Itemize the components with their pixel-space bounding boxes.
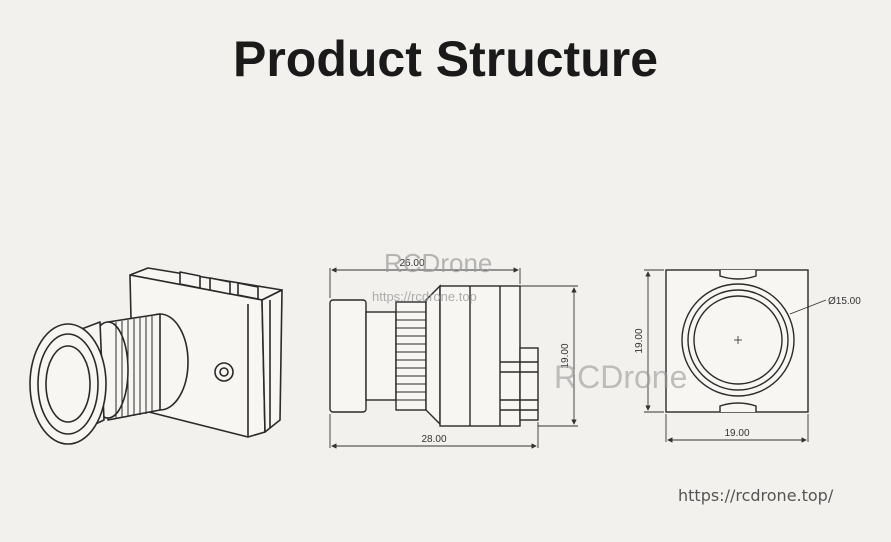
- watermark-brand-center: RCDrone: [554, 359, 687, 395]
- watermark-url-small: https://rcdrone.top: [372, 289, 477, 304]
- front-view-dimensions: [644, 269, 827, 443]
- side-height-dimension: 19.00: [560, 343, 571, 368]
- footer-url: https://rcdrone.top/: [678, 486, 834, 505]
- watermark-brand-top: RCDrone: [384, 248, 492, 278]
- isometric-camera-view: [29, 267, 283, 445]
- side-view-drawing: [329, 284, 539, 427]
- front-view-drawing: [665, 269, 809, 413]
- front-lens-diameter: Ø15.00: [828, 296, 861, 307]
- front-height-dimension: 19.00: [634, 328, 645, 353]
- side-view-dimensions: [329, 267, 578, 449]
- side-top-dimension: 26.00: [399, 258, 424, 269]
- front-width-dimension: 19.00: [724, 428, 749, 439]
- side-bottom-dimension: 28.00: [421, 434, 446, 445]
- page-title: Product Structure: [232, 31, 659, 87]
